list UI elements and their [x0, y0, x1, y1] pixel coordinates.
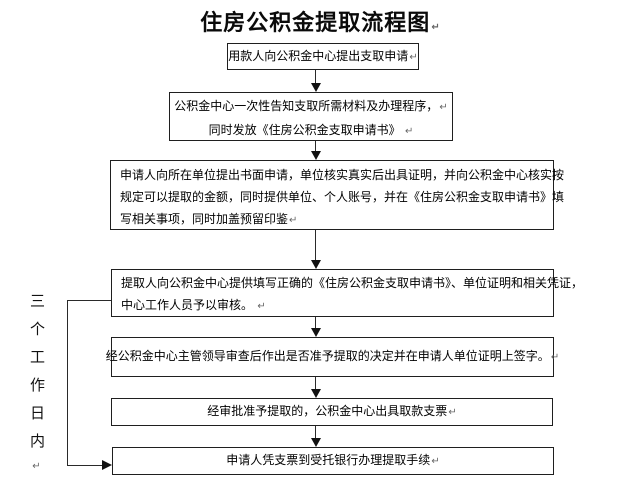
flow-step-4-text: 提取人向公积金中心提供填写正确的《住房公积金支取申请书》、单位证明和相关凭证，	[121, 276, 584, 290]
side-note-three-working-days: 三个工作日内↵	[28, 293, 45, 485]
connector-step3-step4-arrowhead-icon	[311, 260, 321, 269]
flow-step-1-line: 用款人向公积金中心提出支取申请	[228, 48, 409, 63]
flow-step-3-line-1: 申请人向所在单位提出书面申请，单位核实真实后出具证明，并向公积金中心核实按	[120, 164, 564, 186]
flow-step-1: 用款人向公积金中心提出支取申请↵	[227, 43, 419, 70]
flow-step-4-line-1: 提取人向公积金中心提供填写正确的《住房公积金支取申请书》、单位证明和相关凭证，	[121, 272, 583, 294]
flow-step-4-text: 中心工作人员予以审核。	[121, 298, 254, 312]
page-title-text: 住房公积金提取流程图	[200, 10, 431, 35]
flow-step-3: 申请人向所在单位提出书面申请，单位核实真实后出具证明，并向公积金中心核实按 规定…	[110, 160, 564, 232]
flow-step-2-text: 公积金中心一次性告知支取所需材料及办理程序，	[174, 99, 439, 113]
connector-step5-step6-line	[315, 377, 316, 389]
flow-step-3-text: 申请人向所在单位提出书面申请，单位核实真实后出具证明，并向公积金中心核实按	[120, 168, 565, 182]
connector-step2-step3-arrowhead-icon	[311, 151, 321, 160]
flow-step-6: 经审批准予提取的，公积金中心出具取款支票↵	[111, 398, 553, 426]
flow-step-7-line: 申请人凭支票到受托银行办理提取手续	[226, 453, 431, 467]
side-bracket-bottom-line	[67, 465, 102, 466]
connector-step1-step2-arrowhead-icon	[311, 83, 321, 92]
flow-step-4-line-2: 中心工作人员予以审核。 ↵	[121, 294, 549, 318]
connector-step6-step7-line	[315, 426, 316, 438]
paragraph-mark: ↵	[257, 301, 266, 312]
paragraph-mark: ↵	[431, 22, 441, 33]
connector-step4-step5-line	[315, 317, 316, 328]
paragraph-mark: ↵	[550, 352, 560, 363]
connector-step1-step2-line	[315, 70, 316, 83]
flow-step-2-line-1: 公积金中心一次性告知支取所需材料及办理程序，↵	[170, 95, 452, 119]
paragraph-mark: ↵	[409, 51, 418, 63]
paragraph-mark: ↵	[439, 102, 448, 113]
flow-step-3-text: 写相关事项，同时加盖预留印鉴	[120, 212, 289, 226]
connector-step6-step7-arrowhead-icon	[311, 438, 321, 447]
flow-step-3-line-3: 写相关事项，同时加盖预留印鉴↵	[120, 208, 549, 232]
paragraph-mark: ↵	[431, 456, 440, 467]
flow-step-4: 提取人向公积金中心提供填写正确的《住房公积金支取申请书》、单位证明和相关凭证， …	[111, 269, 583, 318]
connector-step5-step6-arrowhead-icon	[311, 389, 321, 398]
connector-step3-step4-line	[315, 230, 316, 260]
flow-step-5-line: 经公积金中心主管领导审查后作出是否准予提取的决定并在申请人单位证明上签字。	[105, 349, 550, 363]
flow-step-6-line: 经审批准予提取的，公积金中心出具取款支票	[207, 404, 448, 418]
flow-step-7-text: 申请人凭支票到受托银行办理提取手续↵	[226, 449, 439, 473]
side-note-text: 三个工作日内	[28, 293, 45, 461]
paragraph-mark: ↵	[448, 407, 457, 418]
side-bracket-arrowhead-icon	[102, 460, 112, 470]
page-title: 住房公积金提取流程图↵	[0, 5, 641, 37]
flow-step-2-text: 同时发放《住房公积金支取申请书》	[208, 123, 401, 137]
flow-step-2-line-2: 同时发放《住房公积金支取申请书》 ↵	[170, 119, 452, 143]
paragraph-mark: ↵	[31, 461, 42, 485]
paragraph-mark: ↵	[289, 215, 298, 226]
flow-step-5-text: 经公积金中心主管领导审查后作出是否准予提取的决定并在申请人单位证明上签字。↵	[106, 345, 559, 369]
paragraph-mark: ↵	[404, 126, 414, 137]
side-bracket-top-line	[67, 300, 111, 301]
flow-step-2: 公积金中心一次性告知支取所需材料及办理程序，↵ 同时发放《住房公积金支取申请书》…	[169, 92, 453, 141]
flow-step-6-text: 经审批准予提取的，公积金中心出具取款支票↵	[207, 400, 456, 424]
flow-step-7: 申请人凭支票到受托银行办理提取手续↵	[112, 447, 554, 475]
flow-step-5: 经公积金中心主管领导审查后作出是否准予提取的决定并在申请人单位证明上签字。↵	[106, 337, 559, 377]
flow-step-3-line-2: 规定可以提取的金额，同时提供单位、个人账号，并在《住房公积金支取申请书》填	[120, 186, 564, 208]
flow-step-3-text: 规定可以提取的金额，同时提供单位、个人账号，并在《住房公积金支取申请书》填	[120, 190, 565, 204]
connector-step2-step3-line	[315, 141, 316, 151]
connector-step4-step5-arrowhead-icon	[311, 328, 321, 337]
side-bracket-vertical-line	[67, 300, 68, 466]
flow-step-1-text: 用款人向公积金中心提出支取申请↵	[228, 45, 417, 69]
